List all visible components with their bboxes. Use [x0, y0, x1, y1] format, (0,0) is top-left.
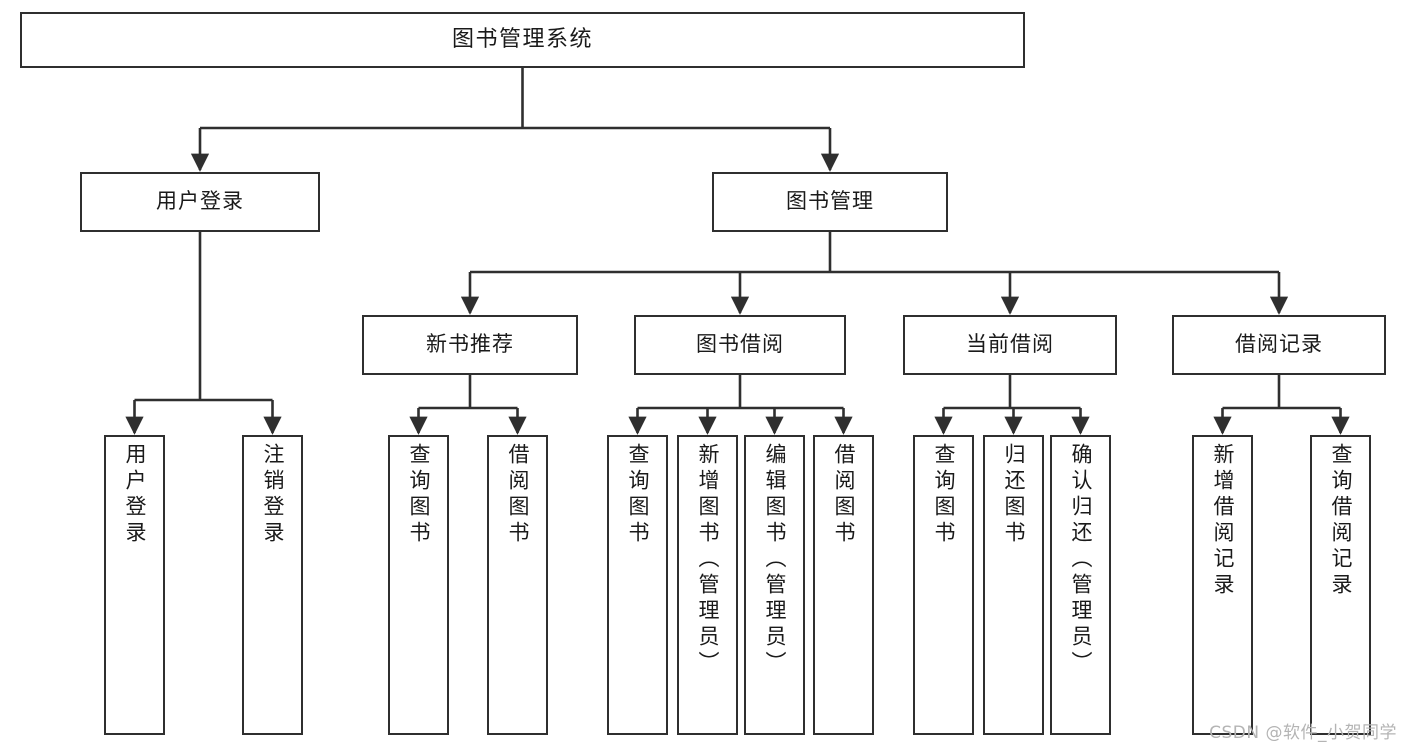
node-label: 借阅图书 [506, 443, 530, 547]
node-label: 归还图书 [1002, 443, 1026, 547]
node-level1-1: 图书管理 [712, 172, 948, 232]
node-label: 用户登录 [123, 443, 147, 547]
node-label: 新增图书（管理员） [696, 443, 720, 677]
node-leaf-11: 新增借阅记录 [1192, 435, 1253, 735]
node-label: 查询借阅记录 [1329, 443, 1353, 599]
node-label: 借阅记录 [1235, 332, 1323, 357]
node-leaf-0: 用户登录 [104, 435, 165, 735]
node-label: 图书借阅 [696, 332, 784, 357]
node-level2-1: 图书借阅 [634, 315, 846, 375]
node-label: 当前借阅 [966, 332, 1054, 357]
node-label: 用户登录 [156, 189, 244, 214]
watermark-text: CSDN @软件_小贺同学 [1209, 723, 1397, 743]
node-label: 图书管理系统 [451, 26, 593, 52]
node-root: 图书管理系统 [20, 12, 1025, 68]
node-leaf-5: 新增图书（管理员） [677, 435, 738, 735]
node-leaf-12: 查询借阅记录 [1310, 435, 1371, 735]
node-label: 借阅图书 [832, 443, 856, 547]
node-label: 编辑图书（管理员） [763, 443, 787, 677]
node-label: 查询图书 [932, 443, 956, 547]
node-leaf-1: 注销登录 [242, 435, 303, 735]
node-leaf-2: 查询图书 [388, 435, 449, 735]
node-leaf-3: 借阅图书 [487, 435, 548, 735]
node-level2-2: 当前借阅 [903, 315, 1117, 375]
node-leaf-8: 查询图书 [913, 435, 974, 735]
node-leaf-6: 编辑图书（管理员） [744, 435, 805, 735]
node-leaf-7: 借阅图书 [813, 435, 874, 735]
node-label: 注销登录 [261, 443, 285, 547]
node-label: 确认归还（管理员） [1069, 443, 1093, 677]
node-label: 查询图书 [626, 443, 650, 547]
node-level1-0: 用户登录 [80, 172, 320, 232]
node-label: 查询图书 [407, 443, 431, 547]
node-label: 新书推荐 [426, 332, 514, 357]
node-label: 图书管理 [786, 189, 874, 214]
node-leaf-4: 查询图书 [607, 435, 668, 735]
node-label: 新增借阅记录 [1211, 443, 1235, 599]
node-level2-3: 借阅记录 [1172, 315, 1386, 375]
node-leaf-9: 归还图书 [983, 435, 1044, 735]
node-level2-0: 新书推荐 [362, 315, 578, 375]
node-leaf-10: 确认归还（管理员） [1050, 435, 1111, 735]
